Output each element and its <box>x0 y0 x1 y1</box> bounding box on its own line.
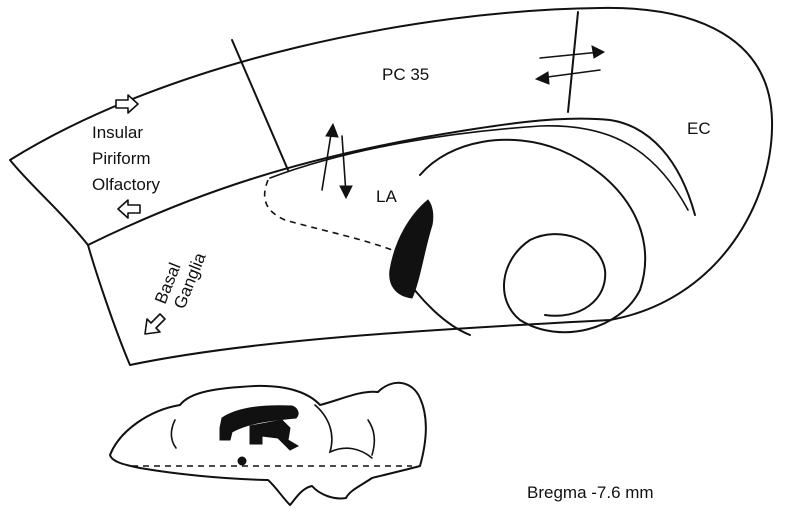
hollow-arrow-left-icon <box>117 199 141 219</box>
inset-dot <box>237 456 247 466</box>
insular-label: Insular <box>92 123 143 142</box>
inset-sulcus-2 <box>314 404 373 459</box>
sagittal-brain-inset <box>109 382 427 506</box>
amygdala-spiral <box>419 138 647 334</box>
inset-ventricle-1 <box>219 405 299 441</box>
cortex-outline <box>9 6 774 366</box>
bidirectional-arrows-icon <box>534 45 606 85</box>
inset-sulcus-3 <box>367 419 376 456</box>
piriform-label: Piriform <box>92 149 151 168</box>
black-region <box>389 199 434 299</box>
pc35-ec-border <box>567 11 579 113</box>
rhinal-inner-band <box>269 125 689 211</box>
ec-label: EC <box>687 119 711 138</box>
hollow-arrow-down-left-icon <box>144 313 166 335</box>
inset-sulcus-1 <box>170 419 177 449</box>
pc35-label: PC 35 <box>382 65 429 84</box>
pc35-left-border <box>231 39 289 171</box>
hollow-arrow-right-icon <box>115 94 139 114</box>
rhinal-boundary <box>87 117 696 246</box>
bidirectional-arrows-icon <box>321 122 353 200</box>
bregma-label: Bregma -7.6 mm <box>527 483 654 502</box>
la-label: LA <box>376 187 397 206</box>
la-dashed-boundary <box>263 179 393 251</box>
olfactory-label: Olfactory <box>92 175 161 194</box>
inset-ventricle-2 <box>249 419 300 451</box>
inset-brain-outline <box>109 382 427 506</box>
